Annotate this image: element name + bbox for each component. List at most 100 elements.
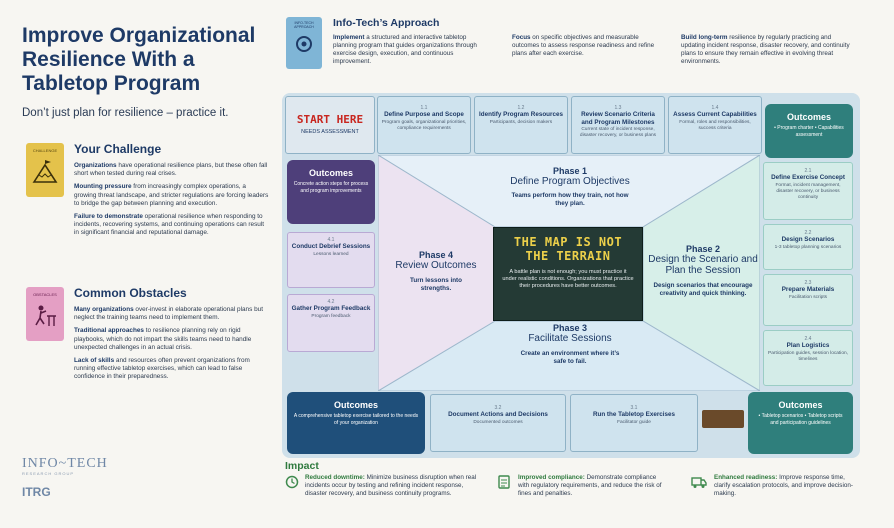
challenge-lead-1: Organizations	[74, 162, 117, 169]
outcomes-phase-3-box[interactable]: Outcomes A comprehensive tabletop exerci…	[287, 392, 425, 454]
truck-icon	[691, 477, 707, 488]
outcomes-phase-2-box[interactable]: Outcomes • Tabletop scenarios • Tabletop…	[748, 392, 853, 454]
step-1-3-cell[interactable]: 1.3 Review Scenario Criteria and Program…	[571, 96, 665, 154]
step-number: 2.1	[804, 168, 812, 174]
obstacles-para-2: Traditional approaches to resilience pla…	[74, 327, 270, 352]
infotech-logo-subtitle: RESEARCH GROUP	[22, 471, 75, 476]
phase-2-label: Phase 2 Design the Scenario and Plan the…	[646, 244, 760, 298]
obstacles-section: Common Obstacles Many organizations over…	[74, 286, 270, 387]
approach-column-1: Implement a structured and interactive t…	[333, 34, 483, 66]
step-4-1-cell[interactable]: 4.1 Conduct Debrief Sessions Lessons lea…	[287, 232, 375, 288]
start-here-cell[interactable]: START HERE NEEDS ASSESSMENT	[285, 96, 375, 154]
step-number: 1.1	[420, 105, 428, 111]
outcomes-phase-4-box[interactable]: Outcomes Concrete action steps for proce…	[287, 160, 375, 224]
phase-4-label: Phase 4 Review Outcomes Turn lessons int…	[380, 250, 492, 293]
step-title: Plan Logistics	[786, 342, 830, 349]
impact-lead-2: Improved compliance:	[518, 474, 585, 481]
step-number: 2.3	[804, 280, 812, 286]
checklist-icon	[498, 475, 510, 489]
step-subtitle: Facilitation scripts	[788, 294, 828, 300]
phase-tagline: Design scenarios that encourage creativi…	[653, 282, 753, 297]
approach-title: Info-Tech’s Approach	[333, 17, 440, 29]
outcomes-title: Outcomes	[333, 400, 378, 410]
step-number: 4.2	[327, 299, 335, 305]
challenge-badge: CHALLENGE	[26, 143, 64, 197]
challenge-section: Your Challenge Organizations have operat…	[74, 142, 270, 243]
outcomes-title: Outcomes	[786, 112, 831, 122]
step-title: Define Exercise Concept	[771, 174, 845, 181]
center-map-box: THE MAP IS NOT THE TERRAIN A battle plan…	[493, 227, 643, 321]
impact-text-2: Demonstrate compliance with regulatory r…	[518, 474, 662, 497]
impact-item-2: Improved compliance: Demonstrate complia…	[518, 474, 668, 498]
step-number: 1.3	[614, 105, 622, 111]
gear-icon	[296, 36, 312, 52]
obstacles-text-1: over-invest in elaborate operational pla…	[74, 306, 263, 322]
approach-lead-3: Build long-term	[681, 34, 728, 41]
approach-text-1: a structured and interactive tabletop pl…	[333, 34, 477, 65]
step-title: Document Actions and Decisions	[448, 411, 548, 418]
step-number: 1.2	[517, 105, 525, 111]
outcomes-text: A comprehensive tabletop exercise tailor…	[293, 413, 419, 426]
obstacles-text-3: and resources often prevent organization…	[74, 357, 250, 381]
step-2-2-cell[interactable]: 2.2 Design Scenarios 1-3 tabletop planni…	[763, 224, 853, 270]
step-3-2-cell[interactable]: 3.2 Document Actions and Decisions Docum…	[430, 394, 566, 452]
approach-column-2: Focus on specific objectives and measura…	[512, 34, 660, 58]
step-1-2-cell[interactable]: 1.2 Identify Program Resources Participa…	[474, 96, 568, 154]
step-title: Define Purpose and Scope	[384, 111, 464, 118]
phase-name: Design the Scenario and Plan the Session	[648, 254, 758, 276]
step-1-4-cell[interactable]: 1.4 Assess Current Capabilities Formal, …	[668, 96, 762, 154]
phase-4-panel	[378, 155, 496, 391]
step-subtitle: Lessons learned	[313, 251, 349, 257]
challenge-badge-label: CHALLENGE	[32, 148, 58, 153]
phase-tagline: Create an environment where it’s safe to…	[520, 350, 620, 365]
outcomes-text: Concrete action steps for process and pr…	[293, 181, 369, 194]
step-2-3-cell[interactable]: 2.3 Prepare Materials Facilitation scrip…	[763, 274, 853, 326]
obstacles-text-2: to resilience planning rely on rigid pla…	[74, 327, 252, 351]
outcomes-title: Outcomes	[308, 168, 353, 178]
impact-item-1: Reduced downtime: Minimize business disr…	[305, 474, 477, 498]
step-number: 3.1	[630, 405, 638, 411]
step-4-2-cell[interactable]: 4.2 Gather Program Feedback Program feed…	[287, 294, 375, 352]
map-slogan: THE MAP IS NOT THE TERRAIN	[513, 235, 623, 263]
map-text: A battle plan is not enough; you must pr…	[502, 269, 634, 289]
page-subtitle: Don’t just plan for resilience – practic…	[22, 107, 229, 119]
step-title: Review Scenario Criteria and Program Mil…	[581, 111, 655, 126]
step-subtitle: Documented outcomes	[473, 419, 523, 425]
step-title: Gather Program Feedback	[291, 305, 371, 312]
clock-icon	[285, 475, 299, 489]
step-1-1-cell[interactable]: 1.1 Define Purpose and Scope Program goa…	[377, 96, 471, 154]
phase-board	[378, 155, 760, 391]
challenge-text-2: from increasingly complex operations, a …	[74, 183, 269, 207]
start-here-label: START HERE	[296, 113, 364, 126]
infotech-logo: INFO~TECH	[22, 456, 108, 471]
impact-item-3: Enhanced readiness: Improve response tim…	[714, 474, 854, 498]
step-subtitle: Program goals, organizational priorities…	[381, 119, 467, 131]
obstacles-lead-1: Many organizations	[74, 306, 134, 313]
phase-number: Phase 2	[685, 244, 721, 254]
step-number: 2.4	[804, 336, 812, 342]
step-subtitle: Participants, decision makers	[489, 119, 553, 125]
step-3-1-cell[interactable]: 3.1 Run the Tabletop Exercises Facilitat…	[570, 394, 698, 452]
mountain-flag-icon	[32, 160, 58, 183]
step-number: 1.4	[711, 105, 719, 111]
step-2-1-cell[interactable]: 2.1 Define Exercise Concept Format, inci…	[763, 162, 853, 220]
challenge-lead-2: Mounting pressure	[74, 183, 132, 191]
step-title: Design Scenarios	[781, 236, 835, 243]
step-title: Identify Program Resources	[479, 111, 563, 118]
challenge-title: Your Challenge	[74, 142, 162, 156]
bridge-icon	[702, 410, 744, 428]
step-title: Conduct Debrief Sessions	[291, 243, 371, 250]
obstacles-badge: OBSTACLES	[26, 287, 64, 341]
step-title: Assess Current Capabilities	[673, 111, 757, 118]
impact-text-1: Minimize business disruption when real i…	[305, 474, 477, 497]
step-title: Prepare Materials	[781, 286, 835, 293]
approach-text-2: on specific objectives and measurable ou…	[512, 34, 655, 57]
obstacles-para-1: Many organizations over-invest in elabor…	[74, 306, 270, 322]
approach-icon-label: INFO-TECH APPROACH	[294, 21, 314, 29]
outcomes-phase-1-box[interactable]: Outcomes • Program charter • Capabilitie…	[765, 104, 853, 158]
challenge-text-3: operational resilience when responding t…	[74, 213, 265, 237]
step-title: Run the Tabletop Exercises	[592, 411, 676, 418]
phase-name: Facilitate Sessions	[528, 333, 612, 344]
step-2-4-cell[interactable]: 2.4 Plan Logistics Participation guides,…	[763, 330, 853, 386]
obstacles-title: Common Obstacles	[74, 286, 187, 300]
